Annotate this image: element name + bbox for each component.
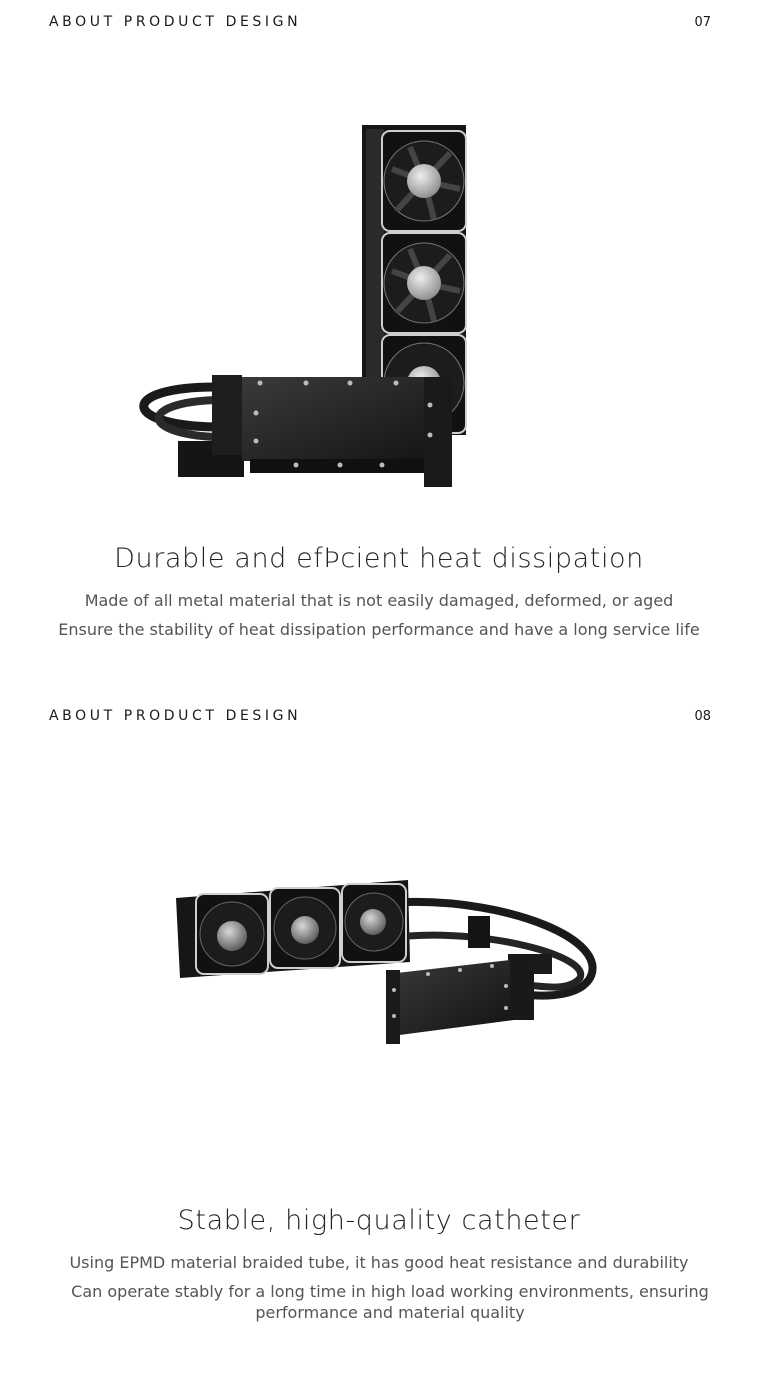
section-heading: Durable and efÞcient heat dissipation [114, 543, 644, 574]
body-line-1: Using EPMD material braided tube, it has… [69, 1253, 689, 1272]
vertical-cooler-illustration [139, 125, 467, 487]
section-number: 08 [694, 709, 711, 724]
body-line-2: Can operate stably for a long time in hi… [71, 1282, 709, 1322]
horizontal-cooler-illustration [176, 880, 597, 1044]
body-line-1: Made of all metal material that is not e… [84, 591, 674, 610]
section-label: ABOUT PRODUCT DESIGN [49, 708, 302, 724]
body-line-2: Ensure the stability of heat dissipation… [58, 620, 700, 639]
fan-center [269, 887, 341, 969]
section-heading: Stable, high-quality catheter [177, 1205, 581, 1236]
section-label: ABOUT PRODUCT DESIGN [49, 14, 302, 30]
fan-left [195, 893, 269, 975]
fan-right [341, 883, 407, 963]
fan-middle [381, 232, 467, 334]
fan-top [381, 130, 467, 232]
section-number: 07 [694, 15, 711, 30]
